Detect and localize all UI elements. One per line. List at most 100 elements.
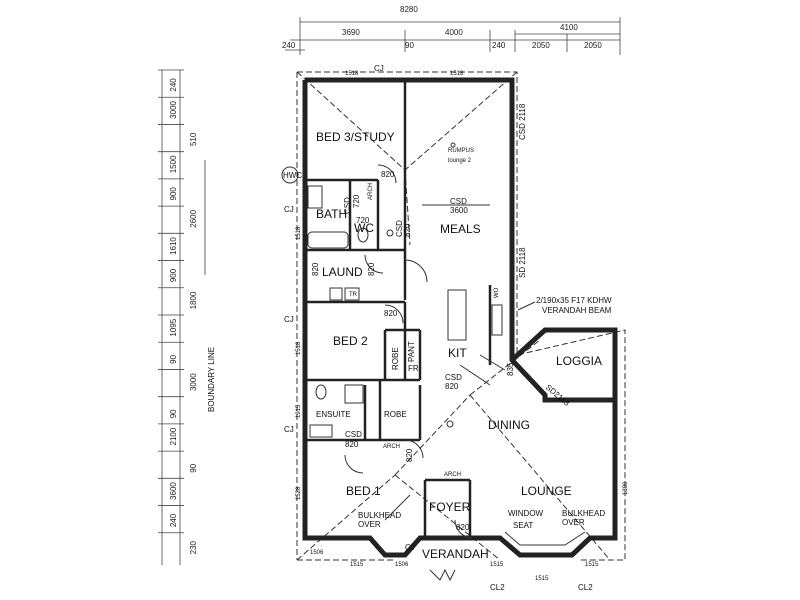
door-720-wc: 720 — [356, 216, 370, 225]
ensuite-toilet — [315, 384, 327, 400]
room-pant: PANT — [407, 341, 416, 362]
dim-top-0: 240 — [282, 41, 296, 50]
side-label-top-1: 1518 — [345, 71, 359, 77]
beam-label-2: VERANDAH BEAM — [542, 306, 612, 315]
dim-left-4: 900 — [169, 187, 178, 201]
room-kit: KIT — [448, 346, 467, 360]
room-laund: LAUND — [322, 265, 363, 279]
room-loggia: LOGGIA — [556, 354, 602, 368]
cj-bottom: CJ — [405, 543, 415, 552]
loggia-wall — [510, 327, 618, 400]
csd-wc-820: 820 — [403, 223, 412, 237]
left-dimension-lines — [161, 70, 206, 565]
light-point-3 — [450, 142, 456, 148]
ensuite-vanity — [309, 424, 333, 438]
sd-right-meals: SD 2118 — [518, 247, 527, 278]
top-dimension-lines — [285, 17, 621, 55]
kitchen-island — [447, 289, 467, 341]
wc-toilet — [357, 227, 369, 243]
csd-ensuite: CSD — [345, 430, 362, 439]
dim-left-3: 1500 — [169, 155, 178, 173]
room-verandah: VERANDAH — [422, 547, 489, 561]
room-lounge: LOUNGE — [521, 484, 572, 498]
bulkhead-left-1: BULKHEAD — [358, 511, 401, 520]
fixtures — [281, 142, 503, 438]
arch-bath: ARCH — [368, 183, 374, 200]
dim-left-1: 3000 — [169, 100, 178, 118]
dim-left-10: 90 — [169, 354, 178, 363]
csd-meals-3600: 3600 — [450, 206, 468, 215]
dim-left-0: 240 — [169, 78, 178, 92]
tr-label: TR — [349, 292, 358, 298]
room-bed1: BED 1 — [346, 484, 381, 498]
dim-left-13: 2100 — [169, 427, 178, 445]
room-meals: MEALS — [440, 222, 481, 236]
shower — [344, 384, 364, 404]
side-label-left-4: 1915 — [296, 404, 302, 418]
csd-kit-820: 820 — [445, 382, 459, 391]
room-lounge2: lounge 2 — [448, 158, 472, 164]
dim-left-11: 3000 — [189, 373, 198, 391]
dim-top-overall: 8280 — [400, 5, 418, 14]
csd-meals: CSD — [450, 197, 467, 206]
dim-top-5: 2050 — [532, 41, 550, 50]
arch-foyer: ARCH — [444, 472, 461, 478]
room-dining: DINING — [488, 418, 530, 432]
cj-top: CJ — [374, 64, 384, 73]
right-label: 1380 — [623, 481, 629, 495]
bath-door-720: 720 — [352, 194, 361, 208]
tr-box — [344, 287, 360, 301]
door-820-bed3: 820 — [381, 170, 395, 179]
cl2-right: CL2 — [578, 583, 593, 592]
cj-left-1: CJ — [284, 205, 294, 214]
eaves-outline — [296, 71, 626, 561]
room-bed2: BED 2 — [333, 334, 368, 348]
side-label-left-1: 1518 — [296, 226, 302, 240]
window-seat-outline — [504, 531, 586, 546]
vanity — [307, 185, 323, 209]
bulkhead-right-2: OVER — [562, 518, 585, 527]
dim-top-2: 90 — [405, 41, 414, 50]
room-wc: WC — [354, 221, 374, 235]
room-wo: WO — [494, 287, 500, 298]
beam-label-1: 2/190x35 F17 KDHW — [536, 296, 612, 305]
beam-leader — [517, 301, 536, 311]
light-point-1 — [386, 229, 394, 237]
window-seat-2: SEAT — [513, 521, 533, 530]
sd-loggia: SD2118 — [544, 383, 572, 408]
cj-left-3: CJ — [284, 425, 294, 434]
dim-left-6: 1610 — [169, 237, 178, 255]
laundry-trough — [329, 287, 343, 301]
door-820-laund-left: 820 — [311, 262, 320, 276]
left-dimension-labels: 2403000510150090026001610900180010959030… — [158, 69, 198, 554]
arch-ensuite: ARCH — [383, 444, 400, 450]
room-robe-bed2: ROBE — [391, 347, 400, 370]
bottom-label-0: 1506 — [310, 550, 324, 556]
bottom-label-1: 1515 — [350, 562, 364, 568]
door-820-foyer: 820 — [456, 523, 470, 532]
room-bed3: BED 3/STUDY — [316, 130, 395, 144]
bottom-label-2: 1506 — [395, 562, 409, 568]
room-ensuite: ENSUITE — [316, 410, 351, 419]
light-point-2 — [446, 420, 454, 428]
bulkhead-right-1: BULKHEAD — [562, 509, 605, 518]
door-820-laund-right: 820 — [367, 262, 376, 276]
dim-top-right-group: 4100 — [560, 23, 578, 32]
dim-left-12: 90 — [169, 409, 178, 418]
dim-top-4: 240 — [492, 41, 506, 50]
door-swings — [344, 164, 506, 539]
dim-top-6: 2050 — [584, 41, 602, 50]
boundary-line-label: BOUNDARY LINE — [207, 347, 216, 412]
dim-left-17: 230 — [189, 540, 198, 554]
csd-ensuite-820: 820 — [345, 440, 359, 449]
side-label-left-3: 1528 — [296, 486, 302, 500]
dim-left-7: 900 — [169, 268, 178, 282]
room-fr: FR — [408, 364, 419, 373]
bottom-label-3: 1515 — [490, 562, 504, 568]
window-seat-1: WINDOW — [508, 509, 544, 518]
kitchen-sink — [491, 304, 503, 336]
dim-left-15: 3600 — [169, 482, 178, 500]
csd-kit: CSD — [445, 373, 462, 382]
hwc-label: HWC — [283, 171, 302, 180]
